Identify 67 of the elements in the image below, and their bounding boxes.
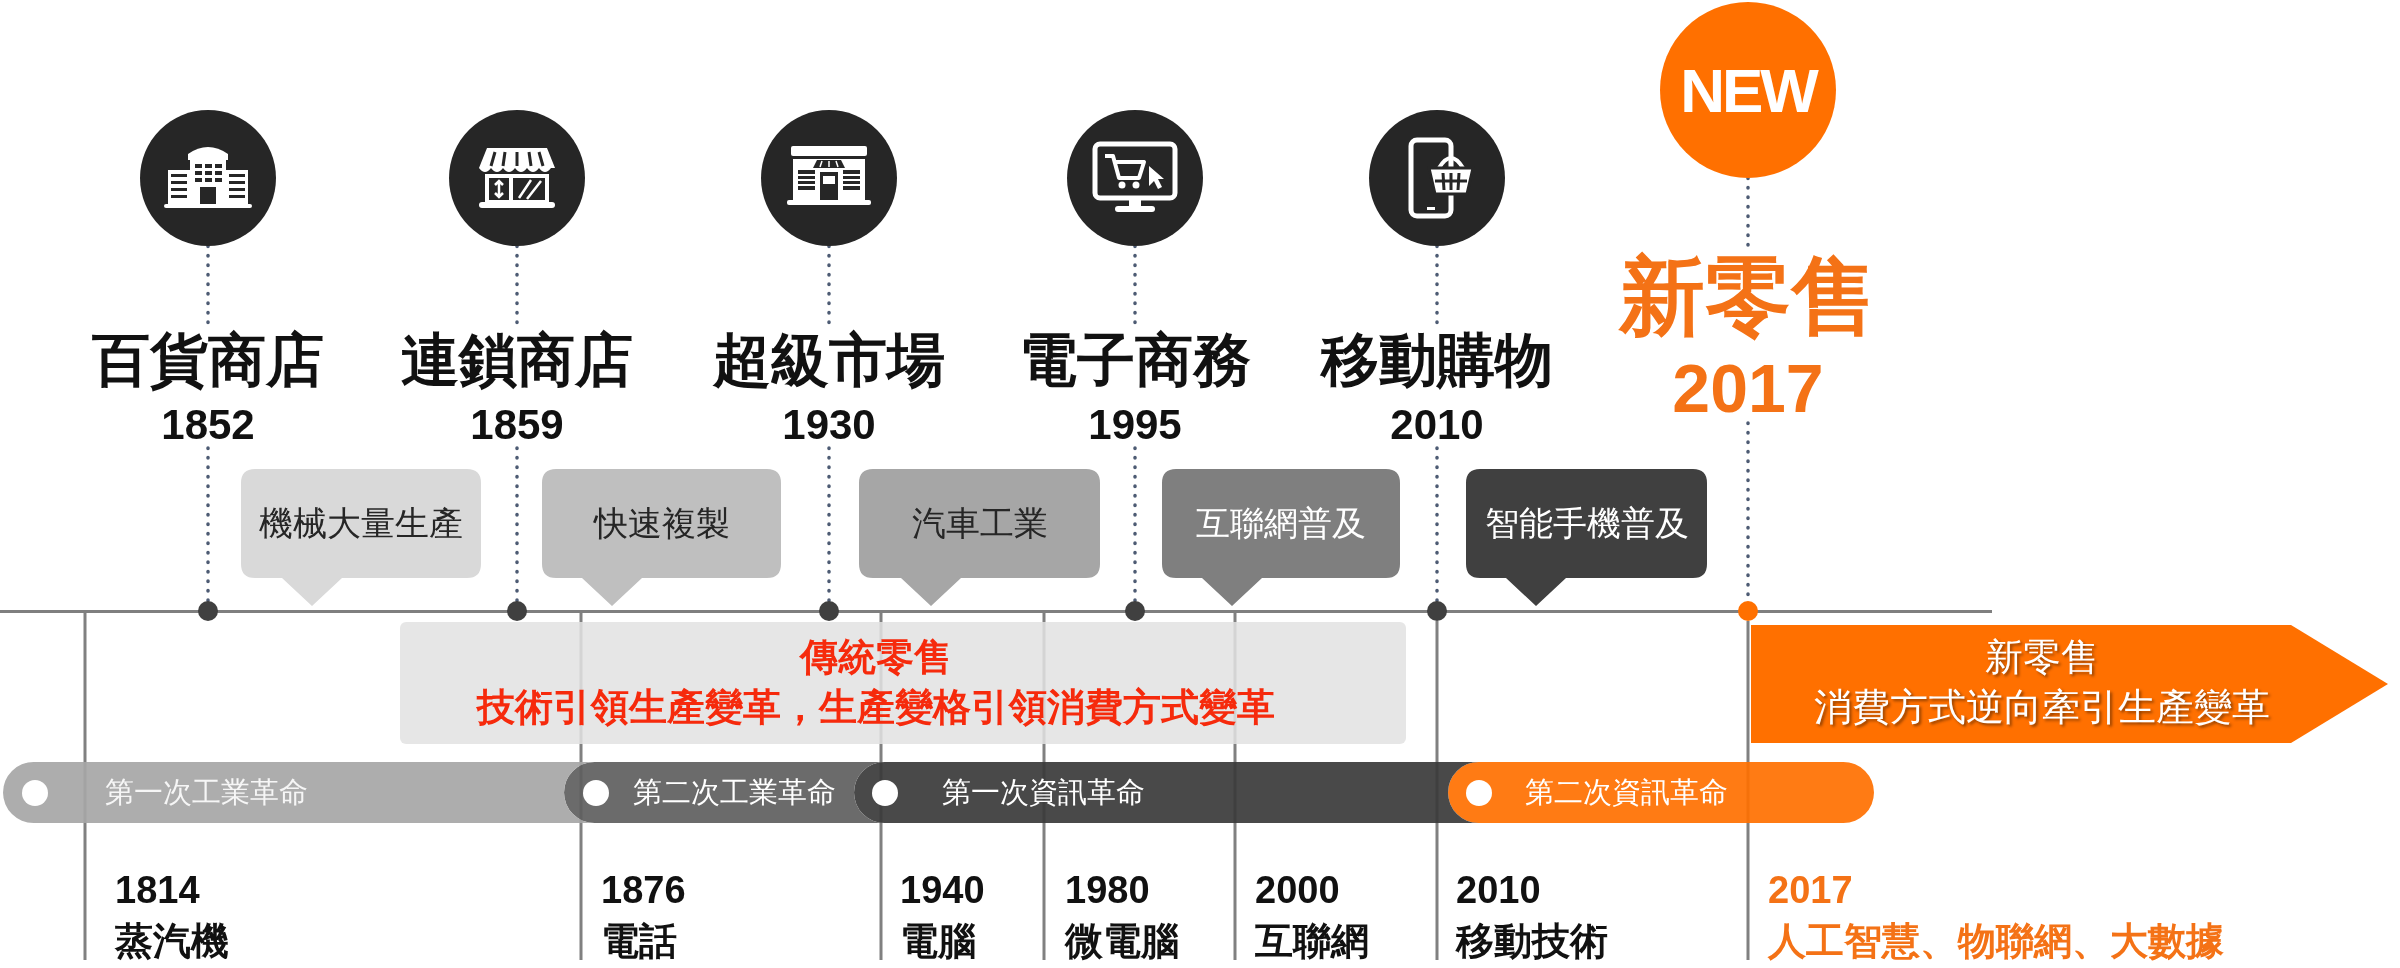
computer-cart-icon [1067,110,1203,246]
year-label: 1980 [1065,868,1150,913]
dotted-connector [515,446,519,603]
milestone-year: 2017 [1672,353,1824,423]
dotted-connector [1133,446,1137,603]
callout-bubble: 機械大量生產 [241,469,481,606]
leader-line [1042,612,1046,960]
leader-line [1746,621,1750,960]
arrow-banner [1751,625,2388,743]
invention-label: 移動技術 [1456,919,1608,964]
milestone-title: 百貨商店 [92,328,324,392]
era-label: 第二次資訊革命 [1525,775,1728,810]
year-label: 2000 [1255,868,1340,913]
era-label: 第二次工業革命 [633,775,836,810]
leader-line [83,612,87,960]
milestone-title: 移動購物 [1321,328,1553,392]
shop-building-icon [761,110,897,246]
milestone-year: 1859 [470,402,564,448]
band-heading: 傳統零售 [800,635,952,680]
new-badge: NEW [1660,2,1836,178]
era-label: 第一次資訊革命 [942,775,1145,810]
invention-label: 蒸汽機 [115,919,229,964]
milestone-year: 2010 [1390,402,1484,448]
year-label: 2017 [1768,868,1853,913]
banner-heading: 新零售 [1985,635,2099,680]
dotted-connector [206,446,210,603]
leader-line [879,612,883,960]
callout-bubble: 智能手機普及 [1466,469,1707,606]
year-label: 2010 [1456,868,1541,913]
year-label: 1876 [601,868,686,913]
timeline-dot [198,601,218,621]
band-text: 技術引領生產變革，生產變格引領消費方式變革 [477,685,1275,730]
timeline-axis [0,609,1992,613]
dotted-connector [827,446,831,603]
timeline-dot [507,601,527,621]
milestone-year: 1852 [161,402,255,448]
timeline-dot [819,601,839,621]
phone-basket-icon [1369,110,1505,246]
storefront-icon [449,110,585,246]
timeline-dot [1738,601,1758,621]
invention-label: 互聯網 [1255,919,1369,964]
callout-bubble: 快速複製 [542,469,781,606]
era-label: 第一次工業革命 [105,775,308,810]
milestone-title: 連鎖商店 [401,328,633,392]
timeline-dot [1427,601,1447,621]
dotted-connector [1435,446,1439,603]
milestone-title: 超級市場 [713,328,945,392]
callout-bubble: 互聯網普及 [1162,469,1400,606]
leader-line [1233,612,1237,960]
invention-label: 電話 [601,919,677,964]
callout-bubble: 汽車工業 [859,469,1100,606]
leader-line [579,612,583,960]
timeline-dot [1125,601,1145,621]
shaded-band [400,622,1406,744]
milestone-title: 電子商務 [1019,328,1251,392]
invention-label: 微電腦 [1065,919,1179,964]
invention-label: 電腦 [900,919,976,964]
leader-line [1435,621,1439,960]
department-store-icon [140,110,276,246]
banner-text: 消費方式逆向牽引生產變革 [1814,685,2270,730]
milestone-year: 1930 [782,402,876,448]
invention-label: 人工智慧、物聯網、大數據 [1768,919,2224,964]
milestone-title: 新零售 [1619,250,1877,342]
year-label: 1814 [115,868,200,913]
milestone-year: 1995 [1088,402,1182,448]
era-pill [1448,762,1874,823]
year-label: 1940 [900,868,985,913]
